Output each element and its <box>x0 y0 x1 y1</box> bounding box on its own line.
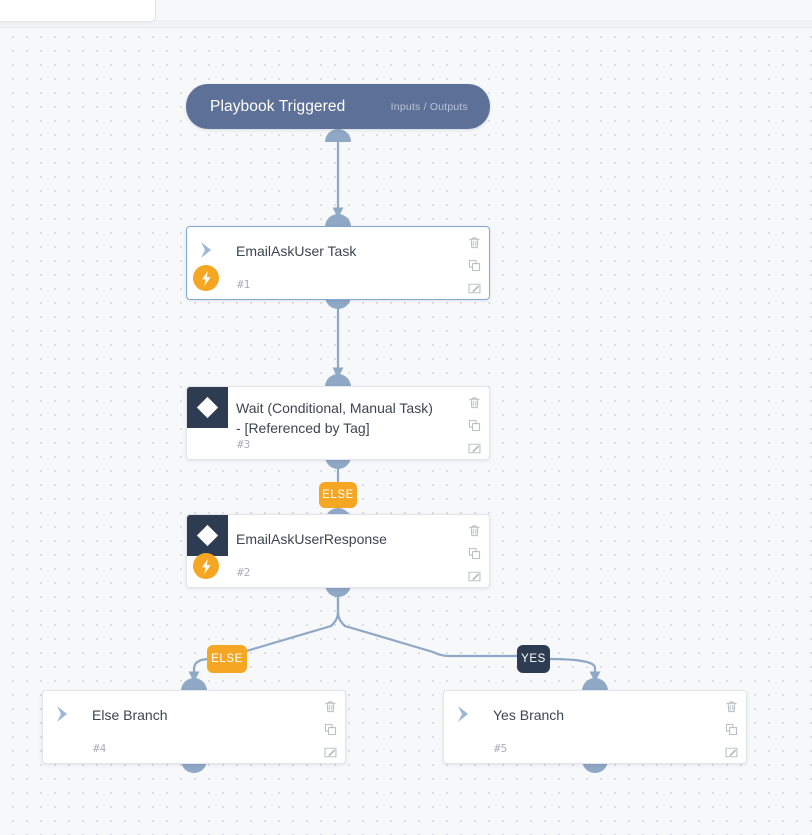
toolbar-strip <box>0 20 812 28</box>
bolt-icon <box>201 270 211 286</box>
bolt-icon <box>201 558 211 574</box>
node1-icon-column <box>187 227 227 299</box>
node5-title: Yes Branch <box>493 707 565 723</box>
edit-icon[interactable] <box>467 441 482 456</box>
node5-id: #5 <box>494 742 508 755</box>
top-left-panel[interactable] <box>0 0 156 22</box>
node1-id: #1 <box>237 278 251 291</box>
node3-icon-column <box>187 515 228 587</box>
node4-id: #4 <box>93 742 107 755</box>
node-else-branch[interactable]: Else Branch #4 <box>42 690 346 764</box>
diamond-icon <box>187 515 228 556</box>
duplicate-icon[interactable] <box>467 546 482 561</box>
trigger-inputs-outputs-label[interactable]: Inputs / Outputs <box>390 100 468 113</box>
node2-actions[interactable] <box>467 395 482 456</box>
delete-icon[interactable] <box>467 235 482 250</box>
node4-actions[interactable] <box>323 699 338 760</box>
delete-icon[interactable] <box>323 699 338 714</box>
chevron-right-icon <box>458 706 468 722</box>
delete-icon[interactable] <box>467 395 482 410</box>
edit-icon[interactable] <box>724 745 739 760</box>
port-node2-top[interactable] <box>325 374 351 387</box>
node5-icon-column <box>444 691 484 763</box>
edge-badge-else-branch[interactable]: ELSE <box>207 645 247 673</box>
node1-actions[interactable] <box>467 235 482 296</box>
node4-icon-column <box>43 691 83 763</box>
delete-icon[interactable] <box>724 699 739 714</box>
node-wait-conditional-manual-task[interactable]: Wait (Conditional, Manual Task) - [Refer… <box>186 386 490 460</box>
duplicate-icon[interactable] <box>467 418 482 433</box>
duplicate-icon[interactable] <box>467 258 482 273</box>
node3-title: EmailAskUserResponse <box>236 531 387 547</box>
node-email-ask-user-task[interactable]: EmailAskUser Task #1 <box>186 226 490 300</box>
chevron-right-icon <box>201 242 211 258</box>
edit-icon[interactable] <box>467 569 482 584</box>
node2-id: #3 <box>237 438 251 451</box>
chevron-right-icon <box>57 706 67 722</box>
edge-badge-yes-branch[interactable]: YES <box>517 645 550 673</box>
node-yes-branch[interactable]: Yes Branch #5 <box>443 690 747 764</box>
edit-icon[interactable] <box>323 745 338 760</box>
node3-id: #2 <box>237 566 251 579</box>
port-node4-top[interactable] <box>181 678 207 691</box>
node-email-ask-user-response[interactable]: EmailAskUserResponse #2 <box>186 514 490 588</box>
node2-title-line2: - [Referenced by Tag] <box>236 420 370 436</box>
node4-title: Else Branch <box>92 707 168 723</box>
node2-title-line1: Wait (Conditional, Manual Task) <box>236 400 433 416</box>
port-node1-top[interactable] <box>325 214 351 227</box>
lightning-bolt-badge <box>193 553 219 579</box>
trigger-title: Playbook Triggered <box>210 97 346 115</box>
duplicate-icon[interactable] <box>323 722 338 737</box>
duplicate-icon[interactable] <box>724 722 739 737</box>
node2-icon-column <box>187 387 228 459</box>
node1-title: EmailAskUser Task <box>236 243 357 259</box>
diamond-icon <box>187 387 228 428</box>
edge-badge-else-top[interactable]: ELSE <box>319 482 357 508</box>
edit-icon[interactable] <box>467 281 482 296</box>
node3-actions[interactable] <box>467 523 482 584</box>
lightning-bolt-badge <box>193 265 219 291</box>
node5-actions[interactable] <box>724 699 739 760</box>
node2-title: Wait (Conditional, Manual Task) - [Refer… <box>236 398 449 438</box>
trigger-node[interactable]: Playbook Triggered Inputs / Outputs <box>186 84 490 129</box>
port-node5-top[interactable] <box>582 678 608 691</box>
delete-icon[interactable] <box>467 523 482 538</box>
